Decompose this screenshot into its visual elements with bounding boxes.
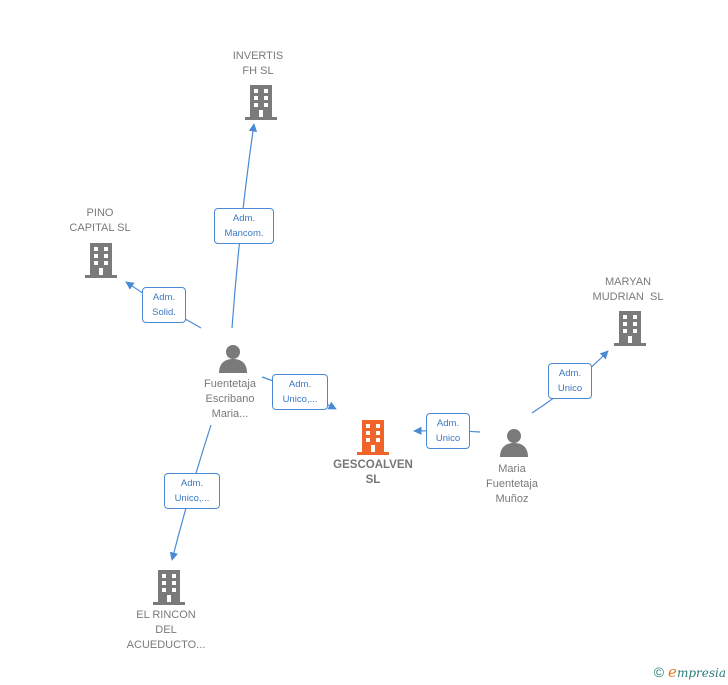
relation-label-line-2: Unico,... bbox=[174, 493, 210, 504]
node-fuentetaja-escribano-line-3: Maria... bbox=[211, 408, 249, 420]
relation-label-line-2: Solid. bbox=[152, 307, 176, 318]
node-gescoalven-line-2: SL bbox=[365, 474, 381, 486]
node-fuentetaja-escribano-line-2: Escribano bbox=[205, 393, 255, 405]
relation-label-line-2: Unico bbox=[557, 383, 583, 394]
relation-label-pino[interactable]: Adm. Solid. bbox=[142, 287, 186, 323]
node-gescoalven-label[interactable]: GESCOALVEN SL bbox=[318, 458, 428, 488]
relation-label-line-1: Adm. bbox=[152, 292, 176, 303]
node-gescoalven-line-1: GESCOALVEN bbox=[333, 459, 413, 471]
node-maria-fuentetaja-line-2: Fuentetaja bbox=[486, 478, 538, 490]
person-icon[interactable] bbox=[499, 427, 529, 457]
node-maria-fuentetaja-label[interactable]: Maria Fuentetaja Muñoz bbox=[467, 462, 557, 507]
node-fuentetaja-escribano-line-1: Fuentetaja bbox=[204, 378, 256, 390]
node-invertis-line-1: INVERTIS bbox=[232, 50, 284, 62]
empresia-watermark: ©empresia bbox=[654, 663, 726, 681]
node-invertis-line-2: FH SL bbox=[242, 65, 274, 77]
node-pino-line-2: CAPITAL SL bbox=[69, 222, 131, 234]
node-pino-label[interactable]: PINO CAPITAL SL bbox=[55, 206, 145, 236]
building-icon[interactable] bbox=[245, 84, 277, 120]
building-icon[interactable] bbox=[614, 310, 646, 346]
node-el-rincon-label[interactable]: EL RINCON DEL ACUEDUCTO... bbox=[121, 608, 211, 653]
relation-label-maryan[interactable]: Adm. Unico bbox=[548, 363, 592, 399]
relation-label-line-1: Adm. bbox=[558, 368, 582, 379]
brand-initial: e bbox=[668, 663, 677, 681]
relation-label-gescoalven-right[interactable]: Adm. Unico bbox=[426, 413, 470, 449]
node-maria-fuentetaja-line-1: Maria bbox=[498, 463, 526, 475]
node-maryan-label[interactable]: MARYAN MUDRIAN SL bbox=[583, 275, 673, 305]
relation-label-el-rincon[interactable]: Adm. Unico,... bbox=[164, 473, 220, 509]
relation-label-line-1: Adm. bbox=[232, 213, 256, 224]
relation-label-line-2: Mancom. bbox=[224, 228, 264, 239]
relation-label-line-2: Unico,... bbox=[282, 394, 318, 405]
node-el-rincon-line-1: EL RINCON bbox=[136, 609, 196, 621]
building-icon[interactable] bbox=[153, 569, 185, 605]
node-maria-fuentetaja-line-3: Muñoz bbox=[495, 493, 529, 505]
node-maryan-line-1: MARYAN bbox=[604, 276, 652, 288]
relation-label-line-1: Adm. bbox=[436, 418, 460, 429]
node-pino-line-1: PINO bbox=[86, 207, 114, 219]
node-el-rincon-line-3: ACUEDUCTO... bbox=[126, 639, 206, 651]
node-maryan-line-2: MUDRIAN SL bbox=[592, 291, 664, 303]
relation-label-gescoalven-left[interactable]: Adm. Unico,... bbox=[272, 374, 328, 410]
node-invertis-label[interactable]: INVERTIS FH SL bbox=[218, 49, 298, 79]
building-icon[interactable] bbox=[357, 419, 389, 455]
building-icon[interactable] bbox=[85, 242, 117, 278]
node-fuentetaja-escribano-label[interactable]: Fuentetaja Escribano Maria... bbox=[185, 377, 275, 422]
node-el-rincon-line-2: DEL bbox=[155, 624, 177, 636]
relation-label-line-1: Adm. bbox=[180, 478, 204, 489]
relation-label-line-2: Unico bbox=[435, 433, 461, 444]
copyright-symbol: © bbox=[653, 664, 665, 680]
person-icon[interactable] bbox=[218, 343, 248, 373]
brand-name: mpresia bbox=[676, 666, 726, 680]
relation-label-line-1: Adm. bbox=[288, 379, 312, 390]
relation-label-invertis[interactable]: Adm. Mancom. bbox=[214, 208, 274, 244]
